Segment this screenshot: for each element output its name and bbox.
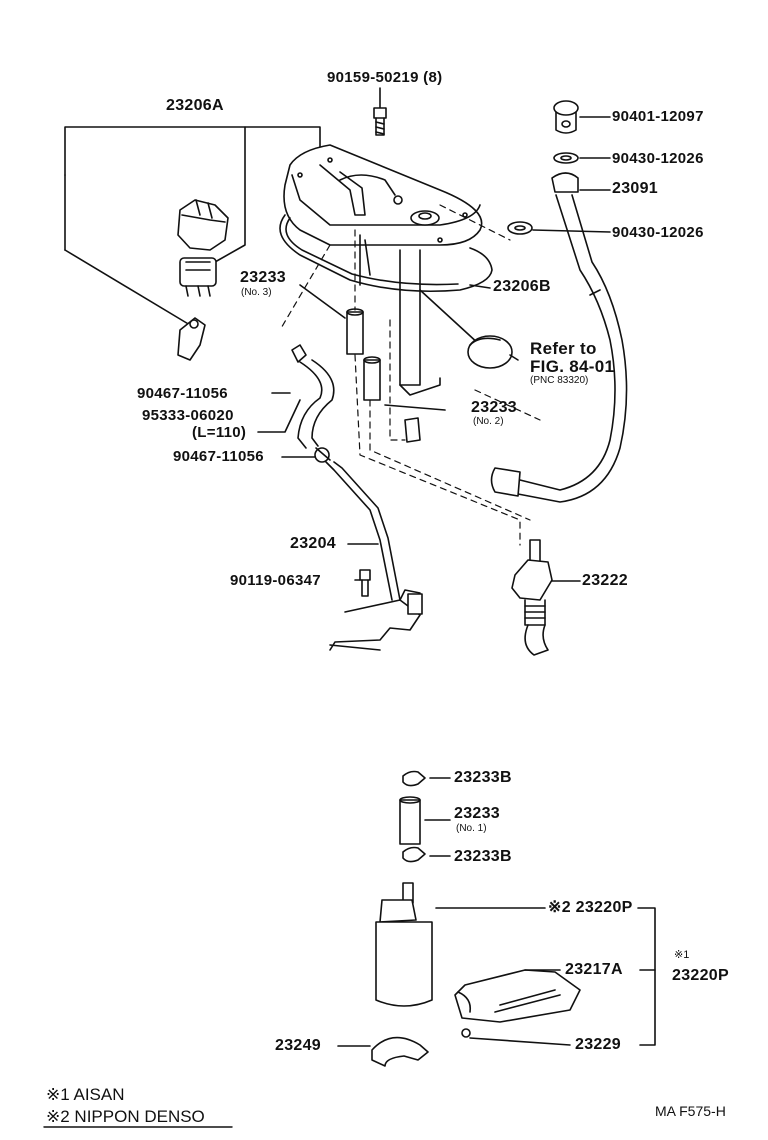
label-no3: (No. 3) xyxy=(241,287,272,298)
label-90159: 90159-50219 (8) xyxy=(327,69,443,86)
label-23233B-lower: 23233B xyxy=(454,848,512,865)
label-95333: 95333-06020 xyxy=(142,407,234,424)
regulator-23222 xyxy=(511,539,581,656)
label-23217A: 23217A xyxy=(565,961,623,978)
label-pnc: (PNC 83320) xyxy=(530,375,589,386)
connector-23206A xyxy=(177,199,229,297)
label-l110: (L=110) xyxy=(192,424,247,441)
label-90467-lower: 90467-11056 xyxy=(173,448,264,465)
label-23091: 23091 xyxy=(612,180,658,197)
tube-23233-no2 xyxy=(363,356,381,401)
clip-small xyxy=(404,417,421,443)
label-23233-no2: 23233 xyxy=(471,399,517,416)
clip-upper-left xyxy=(177,317,206,361)
label-90467-upper: 90467-11056 xyxy=(137,385,228,402)
bolt-90401 xyxy=(553,100,611,134)
pump-bracket-plate xyxy=(279,144,513,396)
filter-23217A xyxy=(454,969,581,1023)
label-fig-84-01: FIG. 84-01 xyxy=(530,357,615,376)
cushion-23249 xyxy=(337,1036,429,1067)
label-90430-lower: 90430-12026 xyxy=(612,224,704,241)
label-90119: 90119-06347 xyxy=(230,572,321,589)
legend-nippon-denso: ※2 NIPPON DENSO xyxy=(46,1107,205,1126)
screw-90119 xyxy=(354,569,371,597)
hose-23091 xyxy=(490,172,628,503)
screw-90159 xyxy=(373,87,387,136)
label-23204: 23204 xyxy=(290,535,336,552)
label-90430-upper: 90430-12026 xyxy=(612,150,704,167)
legend-aisan: ※1 AISAN xyxy=(46,1085,125,1104)
bracket-23220P-group xyxy=(637,907,656,1046)
dashed-guides xyxy=(279,204,541,546)
misc-leaders xyxy=(257,284,519,545)
label-23206B: 23206B xyxy=(493,278,551,295)
clip-23229 xyxy=(461,1028,571,1046)
label-mark1: ※1 xyxy=(674,949,690,961)
label-23233-no1: 23233 xyxy=(454,805,500,822)
label-23233-no3: 23233 xyxy=(240,269,286,286)
clamp-23233B-lower xyxy=(402,846,451,863)
label-23206A: 23206A xyxy=(166,97,224,114)
gasket-90430-lower xyxy=(507,221,611,235)
label-23222: 23222 xyxy=(582,572,628,589)
label-no1: (No. 1) xyxy=(456,823,487,834)
tube-23233-no3 xyxy=(346,308,364,355)
label-23233B-upper: 23233B xyxy=(454,769,512,786)
label-refer-to: Refer to xyxy=(530,339,597,358)
clip-90467-lower xyxy=(314,447,331,463)
label-no2: (No. 2) xyxy=(473,416,504,427)
label-23220P-denso: ※2 23220P xyxy=(548,899,633,916)
fuel-pump-23220P xyxy=(375,882,546,1007)
hose-95333 xyxy=(291,344,335,449)
label-23229: 23229 xyxy=(575,1036,621,1053)
label-23220P-aisan: 23220P xyxy=(672,967,729,984)
pipe-23204 xyxy=(325,461,423,651)
clamp-23233B-upper xyxy=(402,770,451,787)
leader-23206A xyxy=(64,126,321,326)
gasket-90430-upper xyxy=(553,152,611,164)
tube-23233-no1 xyxy=(399,796,451,845)
figure-code: MA F575-H xyxy=(655,1103,726,1119)
label-90401: 90401-12097 xyxy=(612,108,704,125)
label-23249: 23249 xyxy=(275,1037,321,1054)
